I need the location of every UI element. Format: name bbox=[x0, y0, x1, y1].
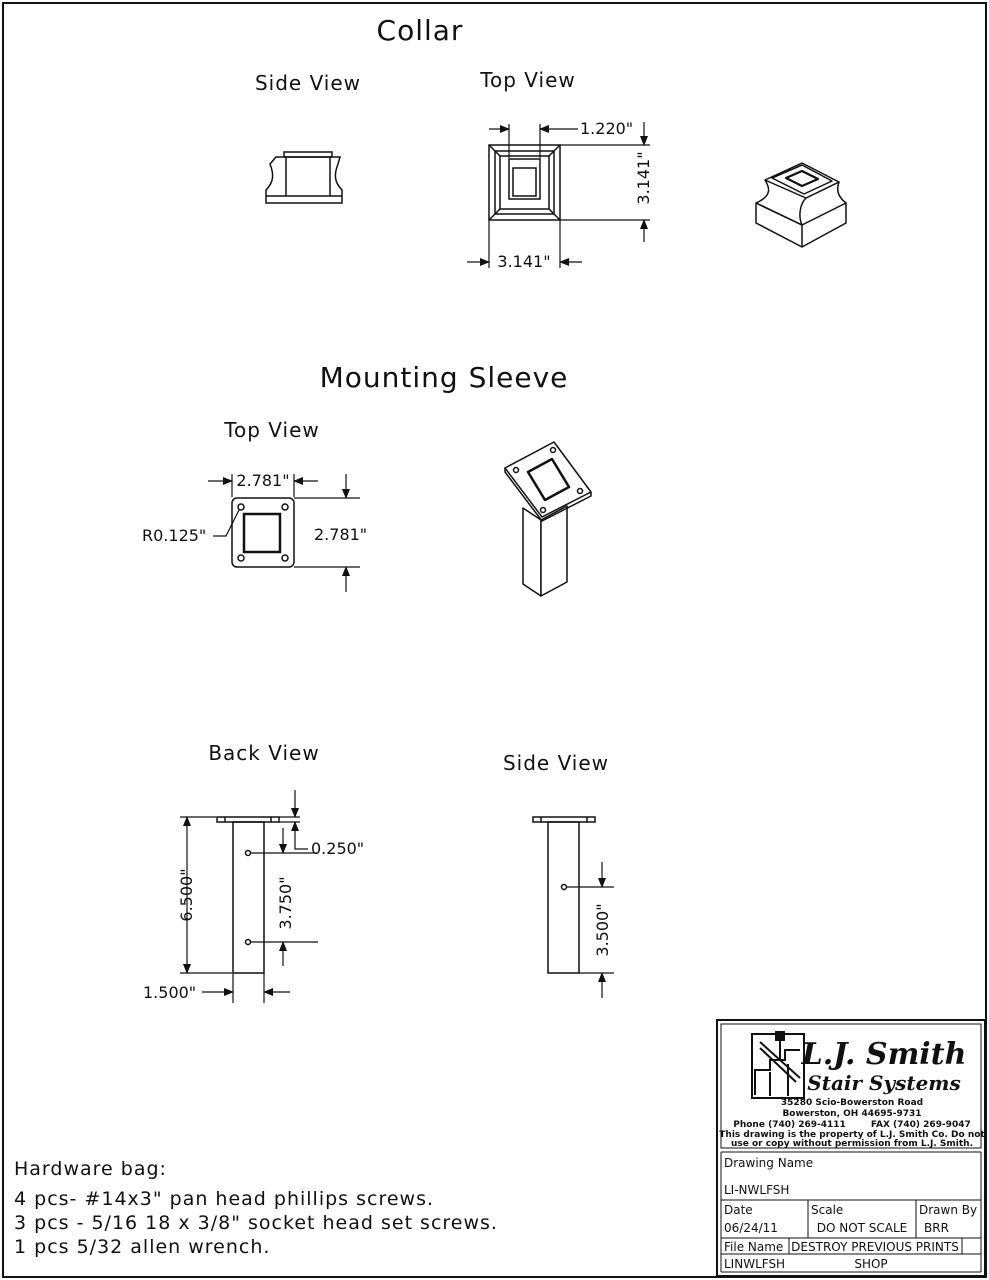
sleeve-dim-tube: 1.500" bbox=[143, 983, 196, 1002]
property-notice: use or copy without permission from L.J.… bbox=[731, 1139, 973, 1149]
collar-dim-height: 3.141" bbox=[634, 151, 653, 204]
sleeve-side-dimensions bbox=[566, 862, 614, 998]
sleeve-dim-plate: 0.250" bbox=[311, 839, 364, 858]
hardware-line: 4 pcs- #14x3" pan head phillips screws. bbox=[14, 1188, 434, 1210]
sleeve-dim-height: 2.781" bbox=[314, 525, 367, 544]
sleeve-back-view bbox=[216, 816, 280, 974]
drawn-by-value: BRR bbox=[924, 1221, 949, 1235]
sleeve-dim-side-hole: 3.500" bbox=[593, 903, 612, 956]
sleeve-dim-width: 2.781" bbox=[236, 471, 289, 490]
collar-side-view bbox=[265, 151, 343, 204]
sleeve-title: Mounting Sleeve bbox=[320, 361, 569, 394]
scale-label: Scale bbox=[811, 1203, 843, 1217]
hardware-line: 3 pcs - 5/16 18 x 3/8" socket head set s… bbox=[14, 1212, 498, 1234]
shop-note: SHOP bbox=[854, 1257, 887, 1271]
sleeve-side-view bbox=[532, 816, 596, 974]
drawing-name-value: LI-NWLFSH bbox=[724, 1183, 789, 1197]
sleeve-dim-length: 6.500" bbox=[177, 868, 196, 921]
sleeve-top-dimensions bbox=[208, 474, 360, 592]
scale-value: DO NOT SCALE bbox=[817, 1221, 908, 1235]
sleeve-dim-holes: 3.750" bbox=[276, 876, 295, 929]
company-name: L.J. Smith bbox=[801, 1037, 967, 1072]
company-address-line: Bowerston, OH 44695-9731 bbox=[782, 1109, 921, 1119]
sleeve-back-dimensions bbox=[180, 790, 318, 1003]
collar-title: Collar bbox=[377, 14, 464, 47]
date-label: Date bbox=[724, 1203, 753, 1217]
drawing-name-label: Drawing Name bbox=[724, 1156, 813, 1170]
sleeve-top-view bbox=[231, 497, 295, 568]
file-name-value: LINWLFSH bbox=[724, 1257, 785, 1271]
company-address-line: 35280 Scio-Bowerston Road bbox=[781, 1098, 923, 1108]
collar-dim-inner: 1.220" bbox=[580, 119, 633, 138]
hardware-title: Hardware bag: bbox=[14, 1158, 167, 1180]
collar-dim-width: 3.141" bbox=[497, 252, 550, 271]
sleeve-top-view-label: Top View bbox=[223, 418, 320, 442]
hardware-line: 1 pcs 5/32 allen wrench. bbox=[14, 1236, 270, 1258]
hardware-notes: Hardware bag: 4 pcs- #14x3" pan head phi… bbox=[14, 1158, 498, 1258]
company-subname: Stair Systems bbox=[807, 1071, 960, 1095]
sleeve-isometric-view bbox=[504, 441, 592, 597]
date-value: 06/24/11 bbox=[724, 1221, 778, 1235]
destroy-prints-note: DESTROY PREVIOUS PRINTS bbox=[791, 1240, 959, 1254]
drawn-by-label: Drawn By bbox=[919, 1203, 977, 1217]
collar-dimensions bbox=[467, 122, 650, 268]
company-logo-icon bbox=[751, 1031, 805, 1099]
sleeve-radius-label: R0.125" bbox=[142, 526, 206, 545]
title-block: L.J. Smith Stair Systems 35280 Scio-Bowe… bbox=[716, 1019, 986, 1277]
file-name-label: File Name bbox=[724, 1240, 783, 1254]
collar-top-view-label: Top View bbox=[479, 68, 576, 92]
collar-top-view bbox=[488, 144, 561, 221]
sleeve-back-view-label: Back View bbox=[208, 741, 319, 765]
sleeve-side-view-label: Side View bbox=[503, 751, 609, 775]
collar-isometric-view bbox=[755, 162, 847, 248]
company-phone-fax: Phone (740) 269-4111 FAX (740) 269-9047 bbox=[733, 1120, 971, 1130]
property-notice: This drawing is the property of L.J. Smi… bbox=[719, 1130, 985, 1140]
collar-side-view-label: Side View bbox=[255, 71, 361, 95]
